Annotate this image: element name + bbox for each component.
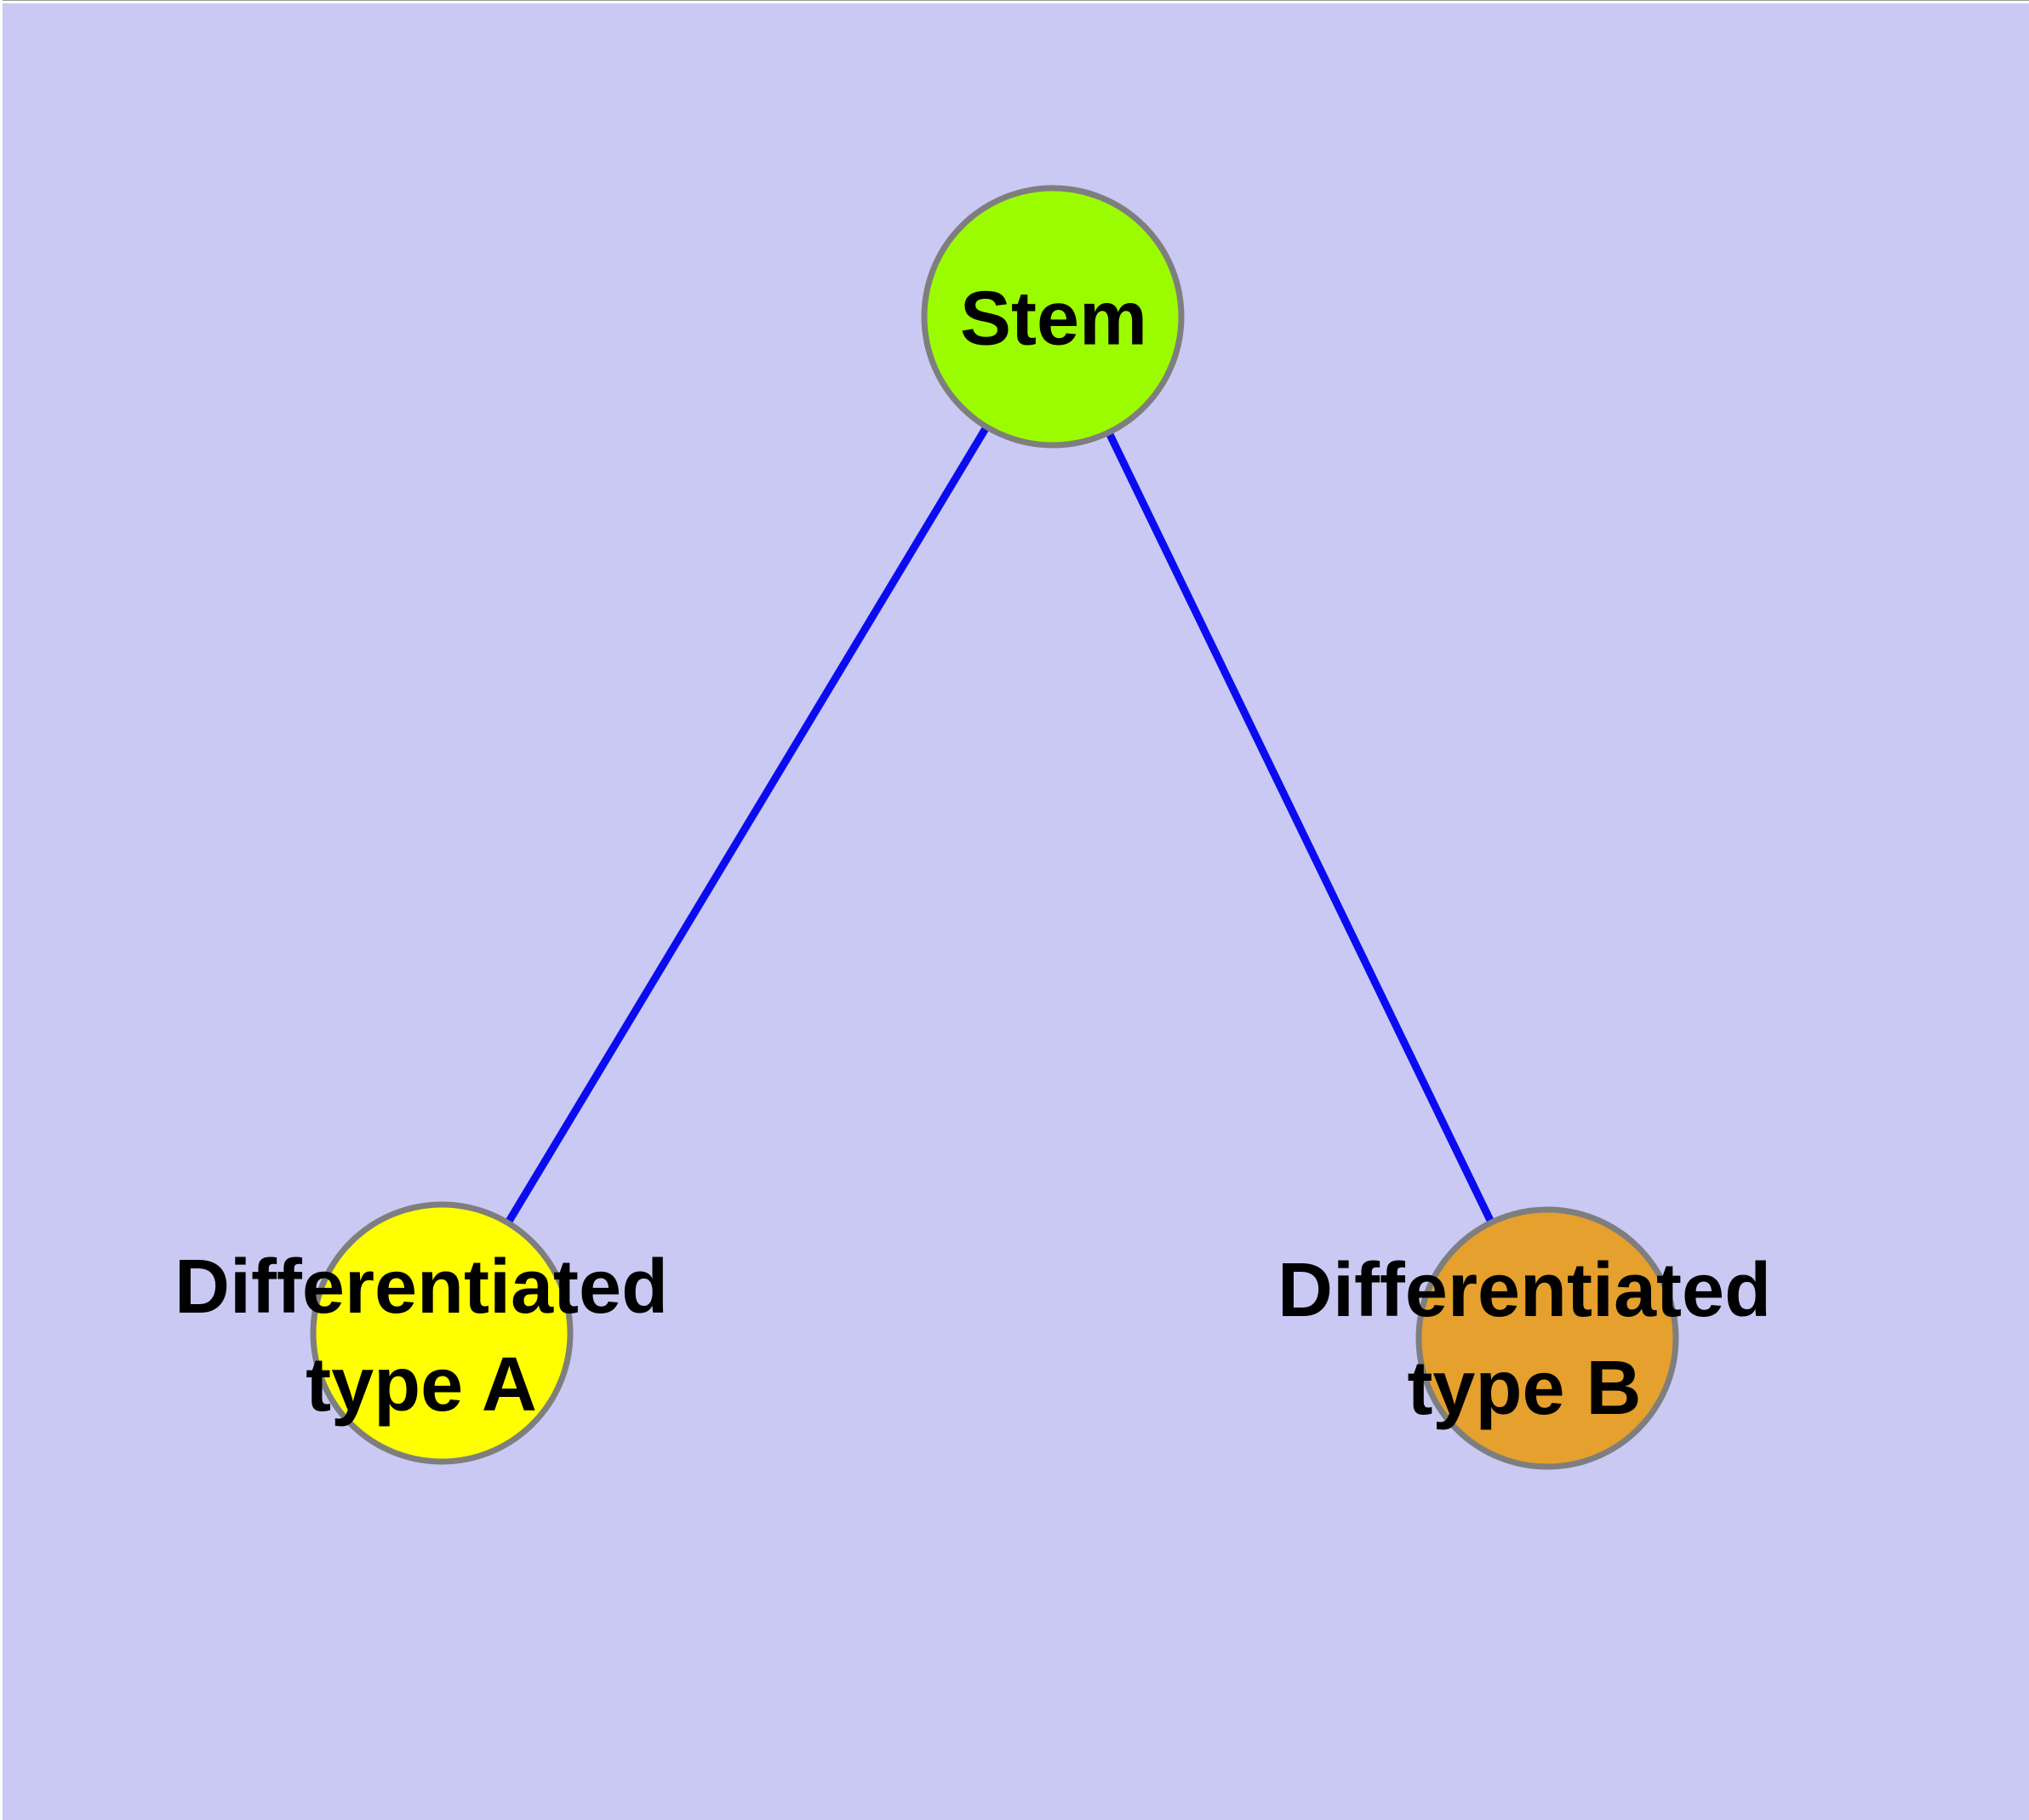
type-a-node-label: Differentiated type A [174,1245,669,1428]
frame-top-hairline [0,0,2029,1]
edge-stem-to-type-a [438,314,1056,1336]
stem-node-label: Stem [959,276,1148,362]
edge-stem-to-type-b [1049,315,1552,1340]
stem-node-circle [921,185,1185,449]
type-b-node-label: Differentiated type B [1277,1248,1772,1431]
frame-top-edge [0,1,2029,3]
frame-left-edge [0,0,3,1820]
type-b-node-circle [1415,1206,1679,1470]
type-a-node-circle [310,1201,574,1465]
